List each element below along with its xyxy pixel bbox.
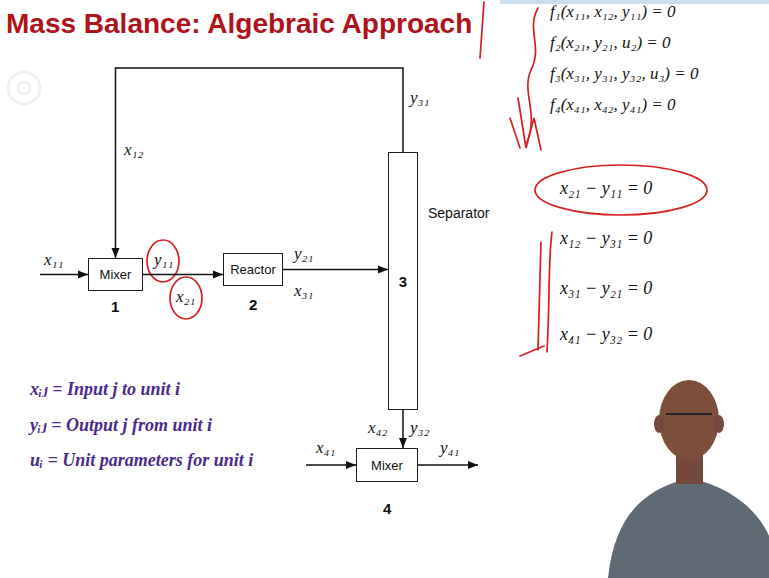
- unit-number: 1: [111, 298, 119, 315]
- presenter-figure: [608, 380, 769, 578]
- unit-equation: f₃(x₃₁, y₃₁, y₃₂, u₃) = 0: [550, 64, 698, 84]
- unit-number: 4: [383, 500, 391, 517]
- hand-circle: [170, 277, 202, 319]
- unit-label: 3: [399, 273, 407, 290]
- presenter-shirt: [608, 478, 769, 578]
- presenter-ear: [654, 415, 664, 433]
- hand-circle: [147, 240, 179, 282]
- background-gear: [8, 72, 40, 104]
- presenter-ear: [714, 415, 724, 433]
- product-stream: [418, 464, 478, 466]
- stream-label: y₃₁: [410, 88, 429, 108]
- hand-annotation: [147, 2, 707, 356]
- mixer-box: Mixer: [356, 448, 418, 482]
- stream-label: x₁₁: [44, 250, 63, 270]
- unit-equation: f₄(x₄₁, x₄₂, y₄₁) = 0: [550, 95, 676, 115]
- unit-name: Separator: [428, 205, 489, 221]
- unit-label: Mixer: [100, 267, 132, 282]
- hand-stroke: [510, 118, 520, 148]
- stream-connector: [283, 269, 388, 271]
- stream-label: x₂₁: [176, 287, 195, 307]
- mixer-box: Mixer: [88, 258, 143, 291]
- stream-label: y₃₂: [410, 418, 429, 438]
- stream-label: y₁₁: [154, 250, 173, 270]
- presenter-glasses: [666, 413, 712, 415]
- reactor-box: Reactor: [223, 253, 283, 286]
- stream-label: x₁₂: [124, 140, 143, 160]
- notation-definition: xᵢⱼ = Input j to unit i: [30, 378, 180, 400]
- notation-definition: yᵢⱼ = Output j from unit i: [30, 414, 212, 436]
- unit-equation: f₂(x₂₁, y₂₁, u₂) = 0: [550, 33, 671, 53]
- hand-stroke: [547, 232, 552, 352]
- background-gear: [18, 82, 30, 94]
- connection-equation: x₂₁ − y₁₁ = 0: [560, 178, 652, 199]
- hand-stroke: [520, 346, 544, 356]
- separator-column: 3: [388, 152, 418, 410]
- hand-stroke: [518, 98, 541, 150]
- feed-stream: [306, 464, 356, 466]
- stream-label: x₄₁: [316, 438, 335, 458]
- stream-label: x₃₁: [294, 281, 313, 301]
- unit-equation: f₁(x₁₁, x₁₂, y₁₁) = 0: [550, 2, 676, 22]
- stream-label: y₂₁: [294, 244, 313, 264]
- feed-stream: [40, 274, 88, 276]
- connection-equation: x₄₁ − y₃₂ = 0: [560, 324, 652, 345]
- notation-definition: uᵢ = Unit parameters for unit i: [30, 450, 253, 471]
- stream-connector: [116, 68, 404, 258]
- connection-equation: x₁₂ − y₃₁ = 0: [560, 228, 652, 249]
- hand-stroke: [538, 242, 541, 350]
- stream-label: x₄₂: [368, 418, 387, 438]
- connection-equation: x₃₁ − y₂₁ = 0: [560, 278, 652, 299]
- presenter-head: [659, 380, 719, 460]
- unit-label: Mixer: [371, 458, 403, 473]
- stream-connector: [402, 410, 404, 448]
- hand-circle: [535, 165, 707, 215]
- unit-label: Reactor: [230, 262, 276, 277]
- stream-connector: [143, 274, 223, 276]
- hand-stroke: [480, 2, 484, 58]
- unit-number: 2: [249, 296, 257, 313]
- stream-label: y₄₁: [440, 438, 459, 458]
- slide-title: Mass Balance: Algebraic Approach: [6, 8, 472, 40]
